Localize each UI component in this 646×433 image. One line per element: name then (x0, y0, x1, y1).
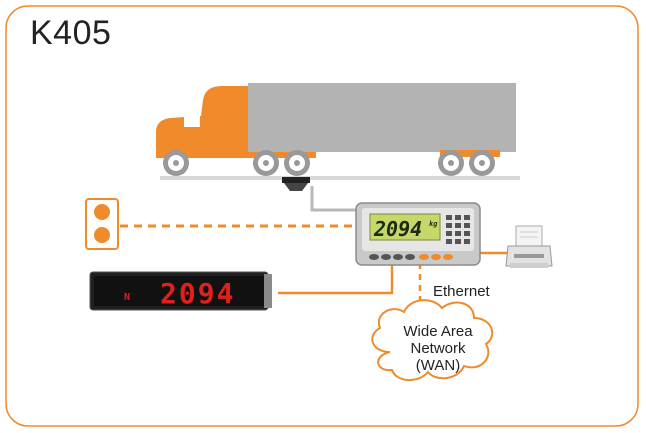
traffic-lamp-top (94, 204, 110, 220)
road-line (160, 176, 520, 180)
wheel (163, 150, 189, 176)
printer-icon (505, 225, 553, 268)
truck-chassis (240, 152, 316, 158)
remote-display-link (278, 262, 394, 295)
remote-display-reading: 2094 (160, 277, 235, 310)
cloud-icon (371, 299, 494, 381)
wan-label: Wide Area Network (WAN) (403, 323, 473, 374)
traffic-light-icon (85, 198, 119, 250)
ethernet-label: Ethernet (433, 283, 490, 300)
wheel (284, 150, 310, 176)
indicator-reading: 2094 (373, 217, 422, 241)
weight-indicator: 2094 kg (355, 202, 481, 266)
cab-window (184, 113, 200, 127)
wheel (253, 150, 279, 176)
remote-display: N 2094 (89, 271, 272, 311)
wheel (438, 150, 464, 176)
indicator-keypad (446, 215, 470, 244)
trailer-body (248, 83, 516, 152)
page-title: K405 (30, 14, 112, 52)
remote-display-indicator: N (124, 292, 130, 303)
trailer-chassis (440, 150, 500, 157)
traffic-lamp-bottom (94, 227, 110, 243)
load-cell-icon (282, 177, 310, 191)
load-cell-cable (310, 186, 360, 212)
wheel (469, 150, 495, 176)
indicator-function-buttons (369, 254, 453, 260)
indicator-lcd (369, 213, 441, 241)
indicator-unit: kg (429, 220, 438, 228)
truck-icon (156, 83, 516, 176)
truck-cab (156, 86, 248, 158)
